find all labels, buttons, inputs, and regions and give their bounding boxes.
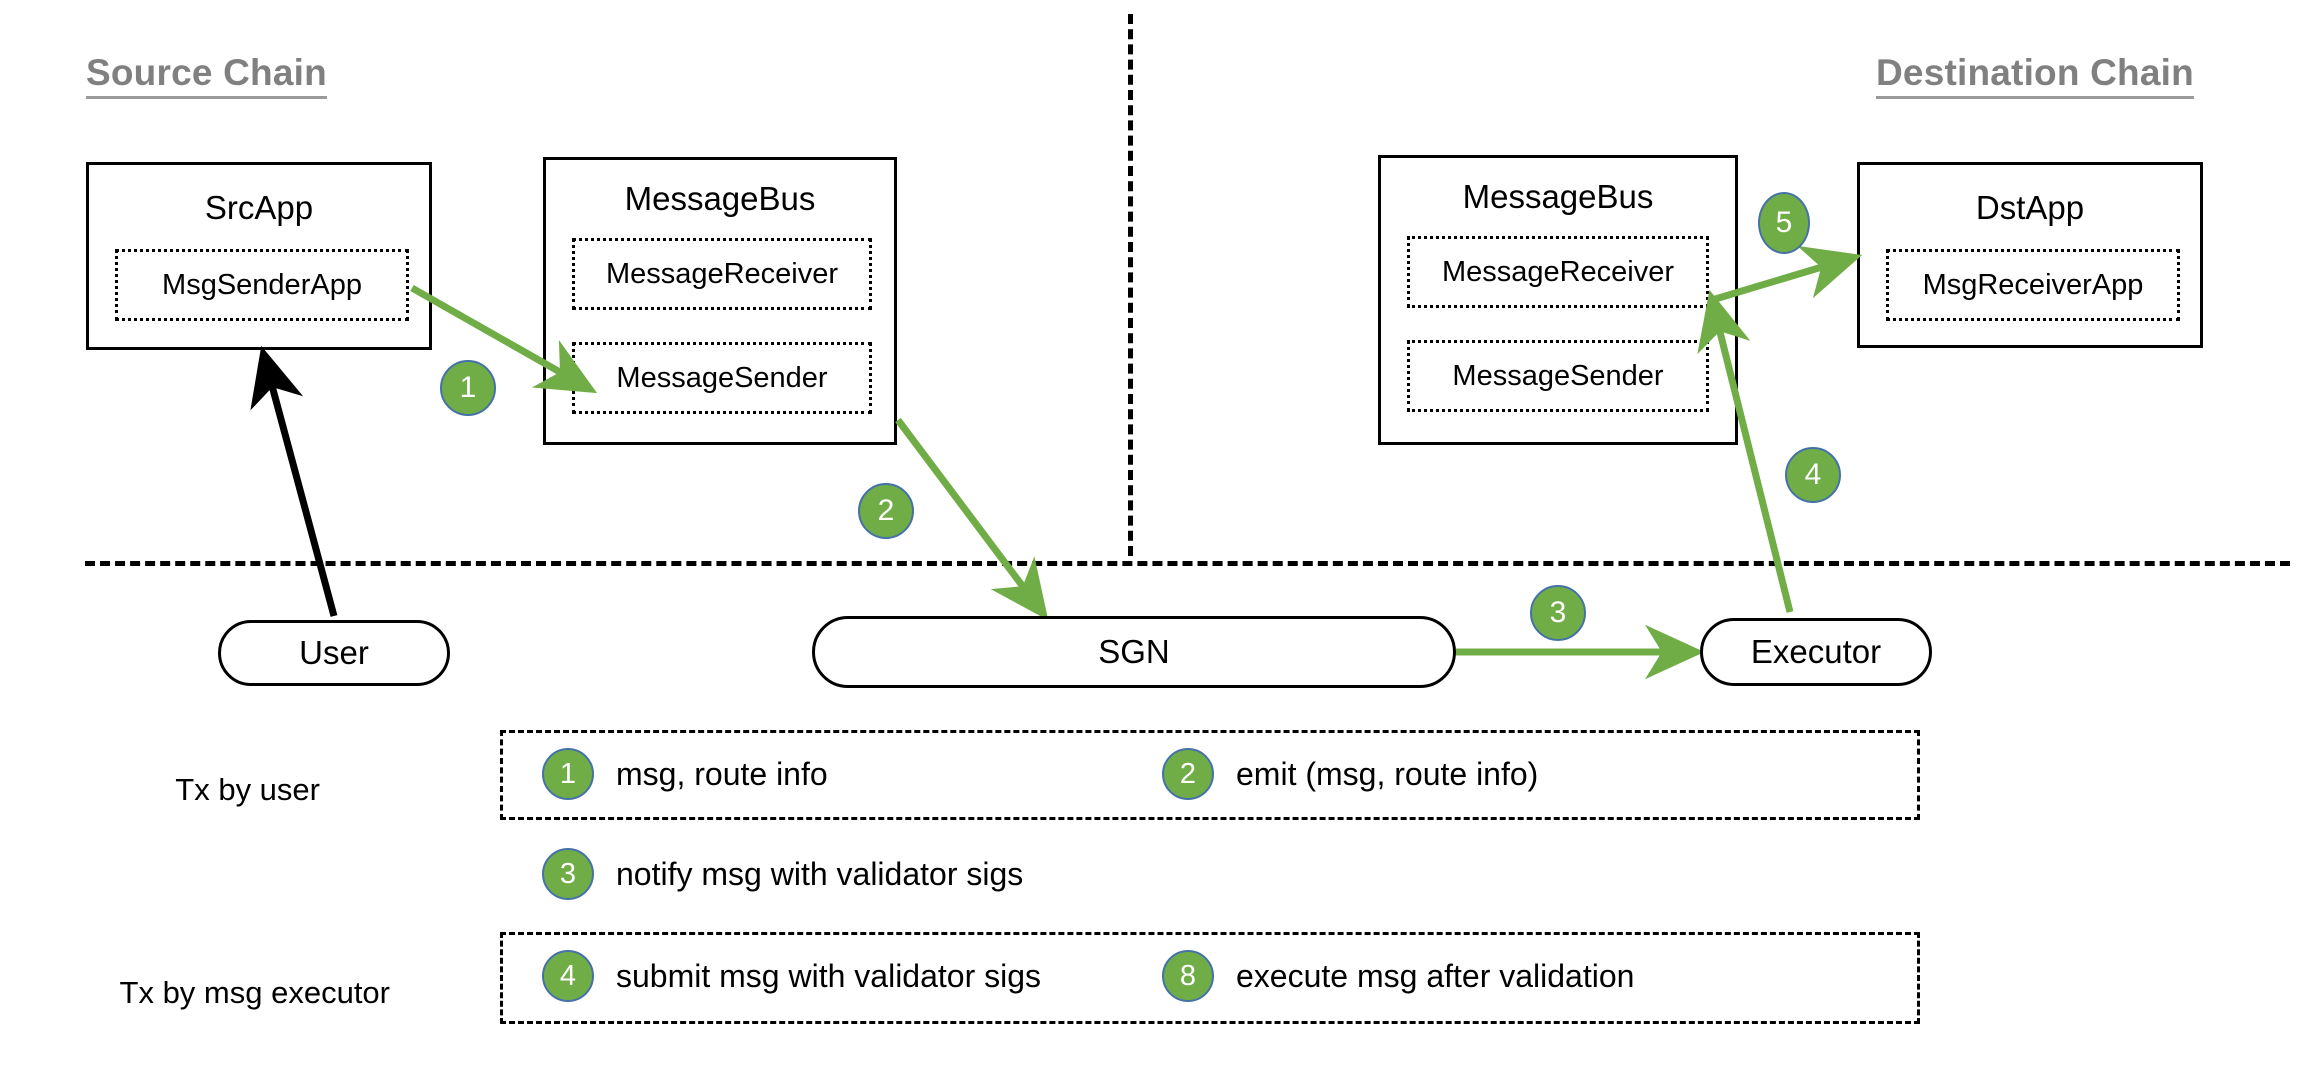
dst-bus-inner-message-receiver[interactable]: MessageReceiver bbox=[1407, 236, 1709, 308]
legend-text-3: notify msg with validator sigs bbox=[616, 855, 1024, 892]
legend-entry-2[interactable]: 2 emit (msg, route info) bbox=[1162, 748, 1538, 800]
node-user[interactable]: User bbox=[218, 620, 450, 686]
legend-badge-2: 2 bbox=[1162, 748, 1214, 800]
legend-badge-3: 3 bbox=[542, 848, 594, 900]
legend-group-tx-by-msg-executor bbox=[500, 932, 1920, 1024]
legend-group-tx-by-user bbox=[500, 730, 1920, 820]
src-bus-inner-message-sender[interactable]: MessageSender bbox=[572, 342, 872, 414]
step-badge-4[interactable]: 4 bbox=[1785, 447, 1841, 503]
arrow-user-to-src-app bbox=[250, 345, 338, 617]
arrow-step-2 bbox=[895, 417, 1049, 621]
src-app-title: SrcApp bbox=[204, 189, 314, 226]
legend-badge-4: 4 bbox=[542, 950, 594, 1002]
legend-text-2: emit (msg, route info) bbox=[1236, 755, 1539, 792]
legend-entry-3[interactable]: 3 notify msg with validator sigs bbox=[542, 848, 1023, 900]
node-src-app[interactable]: SrcApp MsgSenderApp bbox=[86, 162, 432, 350]
source-chain-title: Source Chain bbox=[86, 53, 327, 99]
src-app-inner-msgsenderapp[interactable]: MsgSenderApp bbox=[115, 249, 409, 321]
destination-chain-title: Destination Chain bbox=[1876, 53, 2194, 99]
legend-text-1: msg, route info bbox=[616, 755, 828, 792]
legend-entry-1[interactable]: 1 msg, route info bbox=[542, 748, 828, 800]
node-dst-message-bus[interactable]: MessageBus MessageReceiver MessageSender bbox=[1378, 155, 1738, 445]
step-badge-3[interactable]: 3 bbox=[1530, 585, 1586, 641]
legend-badge-1: 1 bbox=[542, 748, 594, 800]
node-src-message-bus[interactable]: MessageBus MessageReceiver MessageSender bbox=[543, 157, 897, 445]
legend-badge-8: 8 bbox=[1162, 950, 1214, 1002]
dst-bus-inner-message-sender[interactable]: MessageSender bbox=[1407, 340, 1709, 412]
node-sgn[interactable]: SGN bbox=[812, 616, 1456, 688]
dst-message-bus-title: MessageBus bbox=[1462, 178, 1654, 215]
dst-app-inner-msgreceiverapp[interactable]: MsgReceiverApp bbox=[1886, 249, 2180, 321]
src-message-bus-title: MessageBus bbox=[624, 180, 816, 217]
legend-text-4: submit msg with validator sigs bbox=[616, 957, 1042, 994]
node-executor[interactable]: Executor bbox=[1700, 618, 1932, 686]
dst-app-title: DstApp bbox=[1975, 189, 2085, 226]
src-bus-inner-message-receiver[interactable]: MessageReceiver bbox=[572, 238, 872, 310]
onchain-offchain-separator-horizontal bbox=[85, 561, 2290, 566]
legend-label-tx-by-user: Tx by user bbox=[175, 772, 320, 807]
legend-label-tx-by-msg-executor: Tx by msg executor bbox=[119, 975, 390, 1010]
chain-separator-vertical bbox=[1128, 14, 1133, 556]
node-dst-app[interactable]: DstApp MsgReceiverApp bbox=[1857, 162, 2203, 348]
step-badge-1[interactable]: 1 bbox=[440, 360, 496, 416]
legend-entry-8[interactable]: 8 execute msg after validation bbox=[1162, 950, 1634, 1002]
step-badge-2[interactable]: 2 bbox=[858, 483, 914, 539]
legend-text-8: execute msg after validation bbox=[1236, 957, 1635, 994]
step-badge-5[interactable]: 5 bbox=[1758, 192, 1810, 254]
legend-entry-4[interactable]: 4 submit msg with validator sigs bbox=[542, 950, 1041, 1002]
